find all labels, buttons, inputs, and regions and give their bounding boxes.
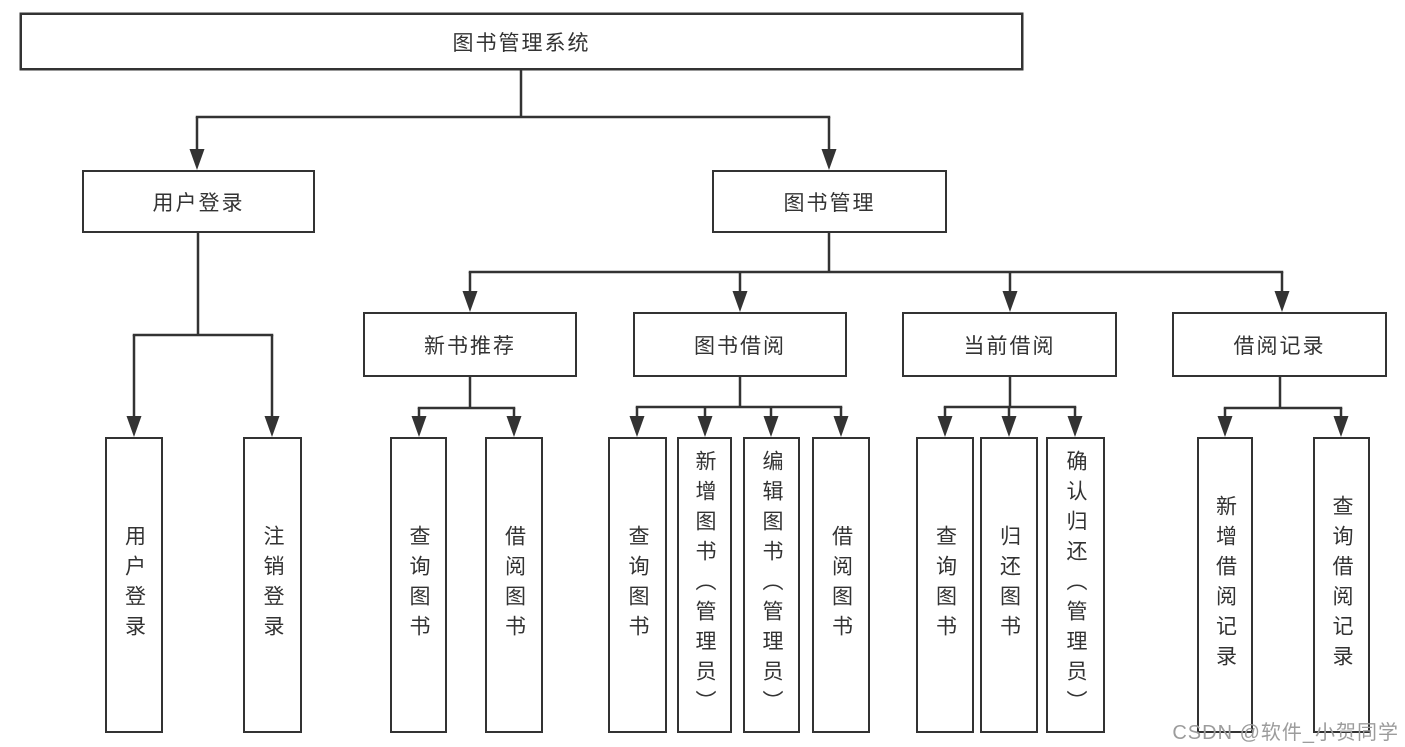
node-book-borrow: 图书借阅 bbox=[633, 312, 847, 377]
csdn-watermark: CSDN @软件_小贺同学 bbox=[1172, 722, 1399, 744]
leaf-label: 新增借阅记录 bbox=[1213, 495, 1237, 675]
node-label: 图书借阅 bbox=[694, 334, 786, 358]
node-label: 当前借阅 bbox=[963, 334, 1056, 358]
leaf-recommend-query-books: 查询图书 bbox=[390, 437, 447, 733]
leaf-borrow-edit-books-admin: 编辑图书（管理员） bbox=[743, 437, 800, 733]
leaf-label: 借阅图书 bbox=[502, 525, 526, 645]
node-current-borrow: 当前借阅 bbox=[902, 312, 1117, 377]
leaf-label: 借阅图书 bbox=[829, 525, 853, 645]
node-book-management: 图书管理 bbox=[712, 170, 947, 233]
leaf-label: 查询图书 bbox=[407, 525, 430, 645]
leaf-label: 查询图书 bbox=[626, 525, 649, 645]
node-label: 图书管理系统 bbox=[452, 31, 591, 55]
node-label: 图书管理 bbox=[783, 191, 876, 215]
leaf-records-add-record: 新增借阅记录 bbox=[1197, 437, 1253, 733]
leaf-borrow-borrow-books: 借阅图书 bbox=[812, 437, 870, 733]
leaf-current-query-books: 查询图书 bbox=[916, 437, 974, 733]
node-label: 新书推荐 bbox=[424, 334, 516, 358]
leaf-logout: 注销登录 bbox=[243, 437, 302, 733]
leaf-user-login: 用户登录 bbox=[105, 437, 163, 733]
leaf-current-return-books: 归还图书 bbox=[980, 437, 1038, 733]
node-user-login: 用户登录 bbox=[82, 170, 315, 233]
leaf-label: 注销登录 bbox=[261, 525, 284, 645]
leaf-borrow-query-books: 查询图书 bbox=[608, 437, 667, 733]
leaf-label: 归还图书 bbox=[997, 525, 1021, 645]
node-label: 借阅记录 bbox=[1233, 334, 1326, 358]
leaf-current-confirm-return-admin: 确认归还（管理员） bbox=[1046, 437, 1105, 733]
leaf-label: 用户登录 bbox=[122, 525, 146, 645]
leaf-label: 查询借阅记录 bbox=[1330, 495, 1353, 675]
leaf-borrow-add-books-admin: 新增图书（管理员） bbox=[677, 437, 732, 733]
leaf-records-query-record: 查询借阅记录 bbox=[1313, 437, 1370, 733]
node-library-management-system: 图书管理系统 bbox=[20, 13, 1023, 70]
node-label: 用户登录 bbox=[152, 191, 245, 215]
leaf-label: 查询图书 bbox=[933, 525, 957, 645]
leaf-label: 确认归还（管理员） bbox=[1064, 450, 1087, 720]
node-borrow-records: 借阅记录 bbox=[1172, 312, 1387, 377]
leaf-recommend-borrow-books: 借阅图书 bbox=[485, 437, 543, 733]
leaf-label: 新增图书（管理员） bbox=[693, 450, 716, 720]
leaf-label: 编辑图书（管理员） bbox=[760, 450, 783, 720]
node-new-book-recommend: 新书推荐 bbox=[363, 312, 577, 377]
